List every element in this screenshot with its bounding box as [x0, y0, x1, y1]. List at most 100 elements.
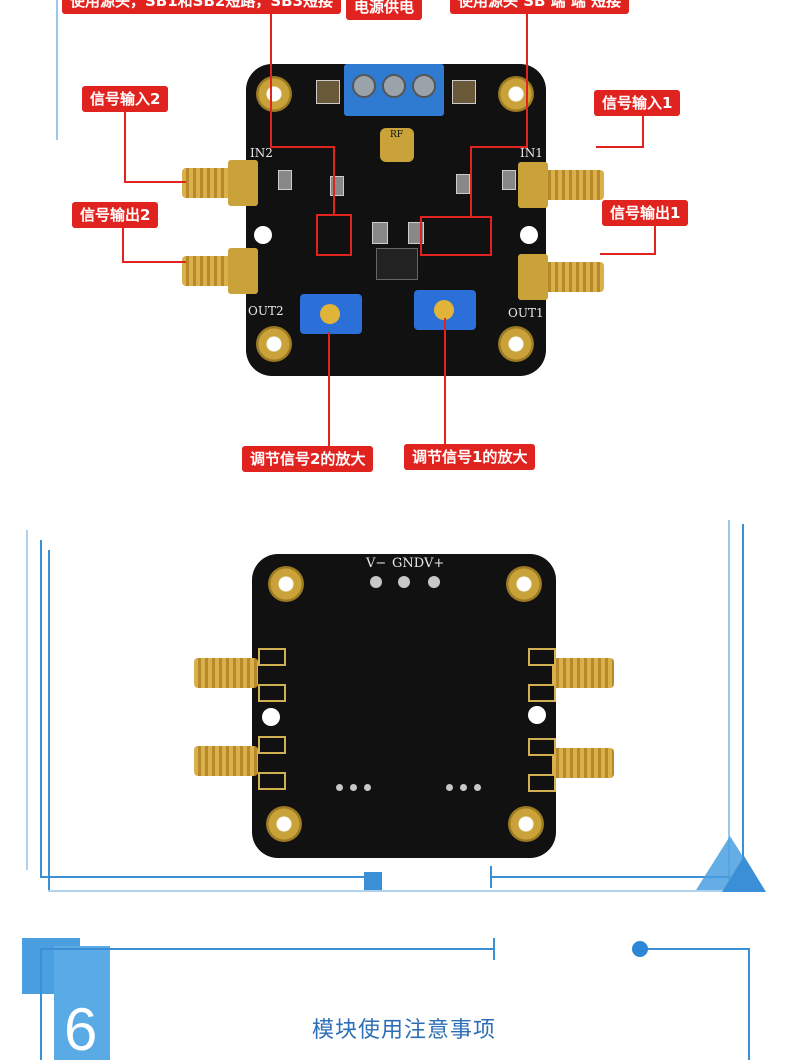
sma-connector-back: [194, 746, 258, 776]
frame-line: [56, 0, 58, 140]
via: [364, 784, 371, 791]
solder-bridge-box-left: [316, 214, 352, 256]
terminal-screw: [352, 74, 376, 98]
frame-line: [490, 876, 730, 878]
solder-pad: [258, 684, 286, 702]
silk-vminus: V−: [366, 556, 387, 571]
leader-line: [122, 261, 186, 263]
rf-logo-icon: [380, 128, 414, 162]
section-title: 模块使用注意事项: [312, 1018, 497, 1043]
solder-bridge-box-right: [420, 216, 492, 256]
frame-line: [48, 550, 50, 890]
plain-hole-right: [520, 226, 538, 244]
leader-line: [600, 253, 656, 255]
terminal-screw: [412, 74, 436, 98]
mount-hole-tr: [498, 76, 534, 112]
label-top-right: 使用源头 SB 端 端 短接: [450, 0, 630, 14]
front-section: 使用源头，SB1和SB2短路，SB3短接 电源供电 使用源头 SB 端 端 短接…: [0, 0, 790, 480]
via: [474, 784, 481, 791]
mount-hole-br: [508, 806, 544, 842]
power-pin-vminus: [370, 576, 382, 588]
frame-line: [493, 938, 495, 960]
mount-hole-tl: [268, 566, 304, 602]
solder-pad: [258, 772, 286, 790]
silk-vplus: V+: [424, 556, 445, 571]
sma-body: [518, 162, 548, 208]
sma-connector-back: [552, 748, 614, 778]
silk-gnd: GND: [392, 556, 425, 571]
solder-pad: [258, 736, 286, 754]
label-in2: 信号输入2: [82, 86, 169, 112]
sma-connector-out1: [544, 262, 604, 292]
solder-pad: [528, 738, 556, 756]
label-out1: 信号输出1: [602, 200, 689, 226]
frame-line: [48, 890, 728, 892]
plain-hole-right: [528, 706, 546, 724]
leader-line: [596, 146, 644, 148]
label-in1: 信号输入1: [594, 90, 681, 116]
leader-line: [124, 110, 126, 182]
section-header: 6 模块使用注意事项: [0, 920, 790, 1063]
dot-marker: [632, 941, 648, 957]
mount-hole-bl: [256, 326, 292, 362]
silk-in2: IN2: [250, 146, 273, 160]
section-number-block: [54, 946, 110, 1060]
label-adj1: 调节信号1的放大: [404, 444, 536, 470]
sma-body: [228, 248, 258, 294]
mount-hole-br: [498, 326, 534, 362]
capacitor: [316, 80, 340, 104]
label-adj2: 调节信号2的放大: [242, 446, 374, 472]
power-pin-gnd: [398, 576, 410, 588]
leader-line: [270, 8, 272, 148]
plain-hole-left: [262, 708, 280, 726]
frame-line: [742, 524, 744, 864]
leader-line: [470, 146, 472, 218]
via: [460, 784, 467, 791]
via: [336, 784, 343, 791]
leader-line: [122, 228, 124, 262]
mount-hole-bl: [266, 806, 302, 842]
square-marker: [364, 872, 382, 890]
resistor: [456, 174, 470, 194]
leader-line: [333, 146, 335, 216]
leader-line: [642, 114, 644, 146]
frame-line: [728, 520, 730, 880]
frame-line: [40, 948, 494, 950]
mount-hole-tl: [256, 76, 292, 112]
frame-line: [40, 540, 42, 878]
frame-line: [26, 530, 28, 870]
frame-line: [490, 866, 492, 888]
back-board: [252, 554, 556, 858]
label-out2: 信号输出2: [72, 202, 159, 228]
leader-line: [526, 8, 528, 148]
section-number: 6: [64, 996, 98, 1063]
sma-body: [228, 160, 258, 206]
sma-connector-back: [552, 658, 614, 688]
resistor: [278, 170, 292, 190]
sma-connector-back: [194, 658, 258, 688]
mount-hole-tr: [506, 566, 542, 602]
capacitor: [452, 80, 476, 104]
sma-body: [518, 254, 548, 300]
leader-line: [470, 146, 528, 148]
solder-pad: [528, 684, 556, 702]
leader-line: [270, 146, 334, 148]
label-power: 电源供电: [346, 0, 423, 20]
silk-out2: OUT2: [248, 304, 284, 318]
sma-connector-in1: [544, 170, 604, 200]
power-pin-vplus: [428, 576, 440, 588]
resistor: [372, 222, 388, 244]
triangle-decoration: [722, 856, 766, 892]
frame-line: [748, 948, 750, 1060]
rf-logo-text: RF: [390, 130, 404, 140]
leader-line: [444, 318, 446, 444]
trim-potentiometer-2: [300, 294, 362, 334]
front-board: [246, 64, 546, 376]
frame-line: [640, 948, 750, 950]
solder-pad: [528, 648, 556, 666]
leader-line: [328, 332, 330, 446]
via: [446, 784, 453, 791]
plain-hole-left: [254, 226, 272, 244]
via: [350, 784, 357, 791]
resistor: [502, 170, 516, 190]
